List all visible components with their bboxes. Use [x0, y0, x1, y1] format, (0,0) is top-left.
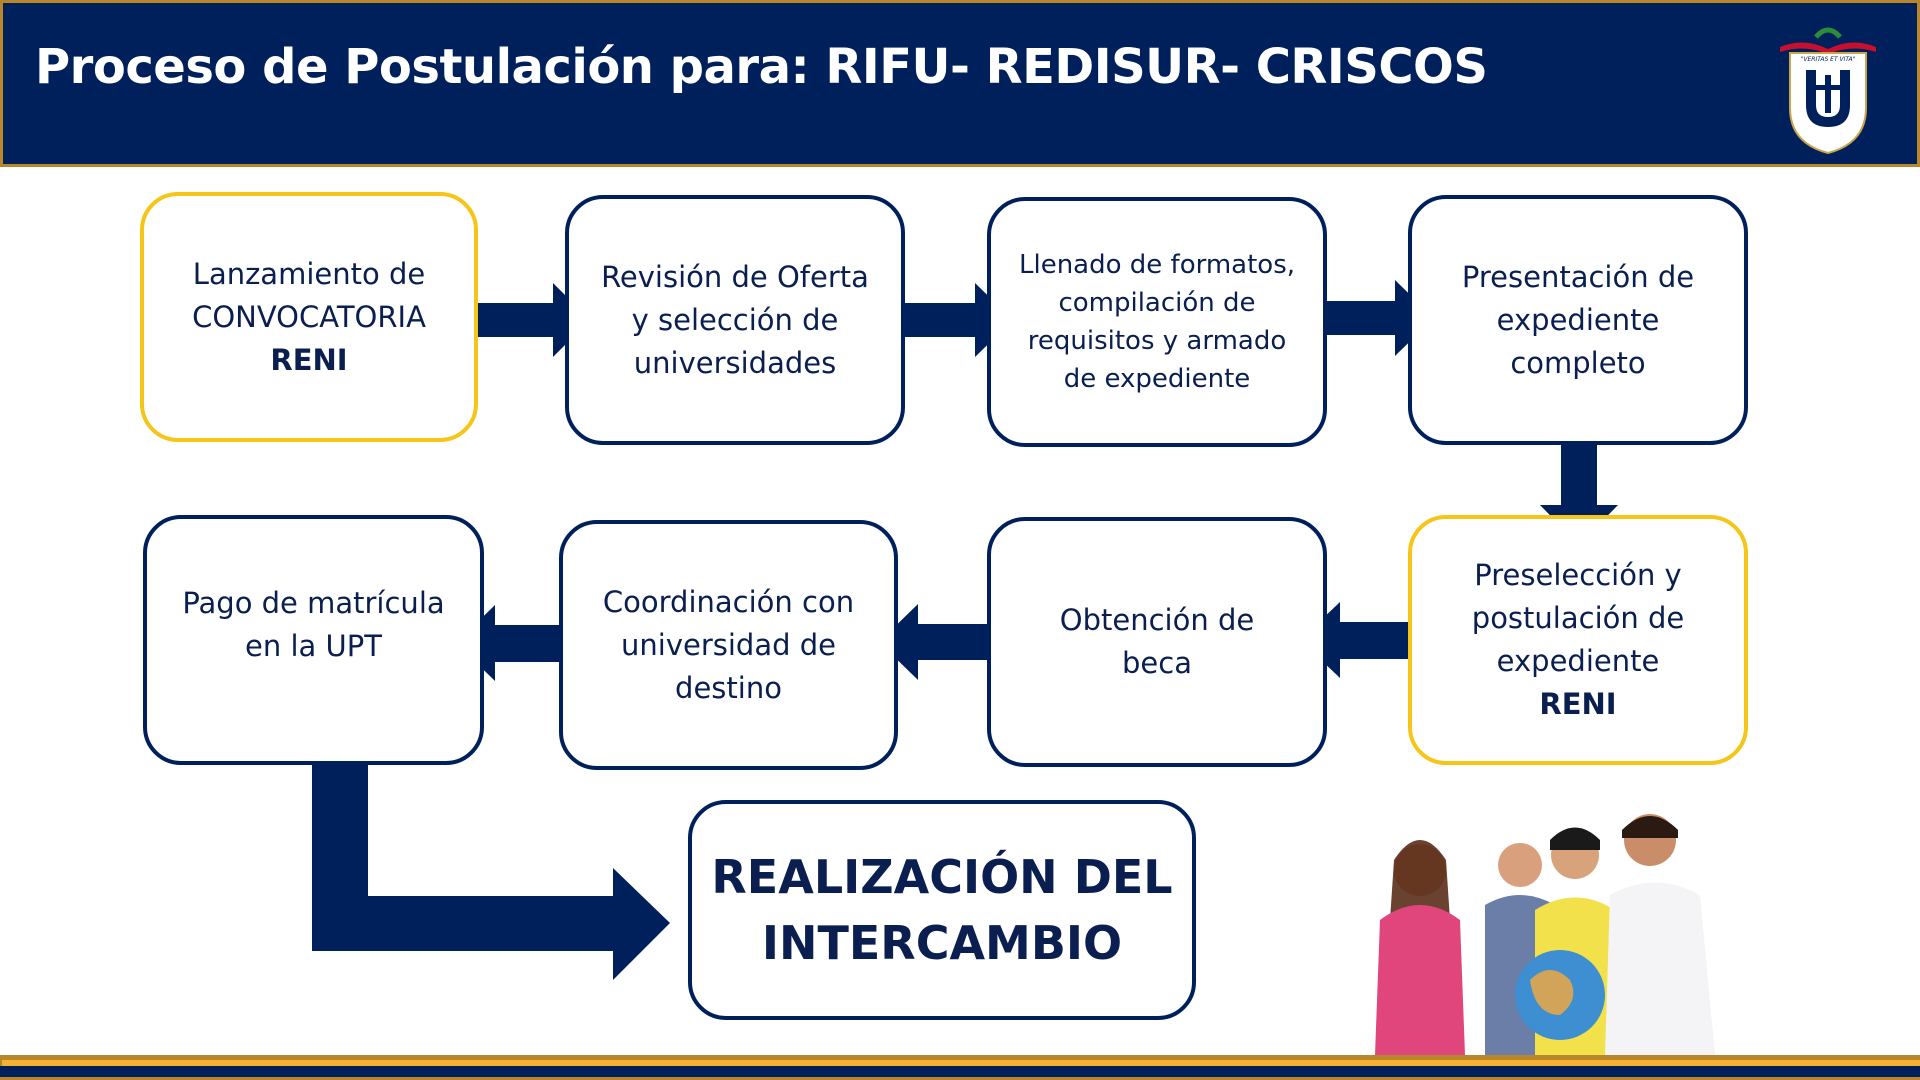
footer-yellow-stripe	[2, 1060, 1920, 1066]
university-logo: "VERITAS ET VITA"	[1780, 27, 1876, 155]
final-text: INTERCAMBIO	[761, 916, 1123, 970]
step-text: CONVOCATORIA	[192, 299, 426, 334]
arrow-left-2	[879, 604, 1012, 680]
step-text: Pago de matrícula	[182, 586, 445, 620]
step-text: Preselección y	[1474, 558, 1682, 592]
page-title: Proceso de Postulación para: RIFU- REDIS…	[35, 39, 1488, 95]
step-8-box: Pago de matrícula en la UPT	[143, 515, 484, 765]
arrow-right-3	[1300, 280, 1434, 356]
step-6-box: Obtención de beca	[987, 517, 1327, 767]
step-text: y selección de	[631, 302, 839, 337]
step-text: destino	[675, 670, 782, 705]
step-text: Presentación de	[1461, 259, 1695, 294]
arrow-left-1	[1300, 602, 1435, 678]
step-text: compilación de	[1058, 288, 1256, 318]
logo-motto: "VERITAS ET VITA"	[1801, 56, 1856, 63]
step-2-box: Revisión de Oferta y selección de univer…	[565, 195, 905, 445]
step-text: Lanzamiento de	[192, 256, 426, 291]
step-text: universidad de	[621, 627, 836, 662]
step-text: expediente	[1496, 302, 1660, 337]
step-5-box: Preselección y postulación de expediente…	[1408, 515, 1748, 765]
arrow-down	[1540, 412, 1618, 545]
students-with-globe-image	[1375, 814, 1715, 1055]
step-text: de expediente	[1063, 364, 1251, 394]
step-bold-text: RENI	[270, 342, 348, 377]
step-text: requisitos y armado	[1027, 326, 1287, 356]
arrow-to-final	[312, 763, 670, 980]
step-bold-text: RENI	[1539, 687, 1617, 721]
step-text: universidades	[633, 345, 837, 380]
step-1-box: Lanzamiento de CONVOCATORIA RENI	[140, 192, 478, 442]
step-text: Obtención de	[1059, 603, 1255, 637]
step-4-box: Presentación de expediente completo	[1408, 195, 1748, 445]
step-text: en la UPT	[245, 629, 382, 663]
step-text: completo	[1510, 345, 1646, 380]
arrow-right-1	[457, 283, 590, 357]
final-text: REALIZACIÓN DEL	[711, 850, 1173, 904]
step-text: Revisión de Oferta	[601, 259, 869, 294]
step-text: beca	[1122, 646, 1192, 680]
step-text: expediente	[1496, 644, 1660, 678]
step-text: postulación de	[1471, 601, 1685, 635]
arrow-right-2	[880, 283, 1013, 357]
step-3-box: Llenado de formatos, compilación de requ…	[987, 197, 1327, 447]
header-banner: Proceso de Postulación para: RIFU- REDIS…	[0, 0, 1920, 167]
step-7-box: Coordinación con universidad de destino	[559, 520, 898, 770]
step-text: Coordinación con	[602, 584, 855, 619]
final-step-box: REALIZACIÓN DEL INTERCAMBIO	[688, 800, 1196, 1020]
step-text: Llenado de formatos,	[1018, 250, 1296, 280]
arrow-left-3	[456, 605, 591, 681]
footer-navy-stripe	[0, 1066, 1920, 1077]
